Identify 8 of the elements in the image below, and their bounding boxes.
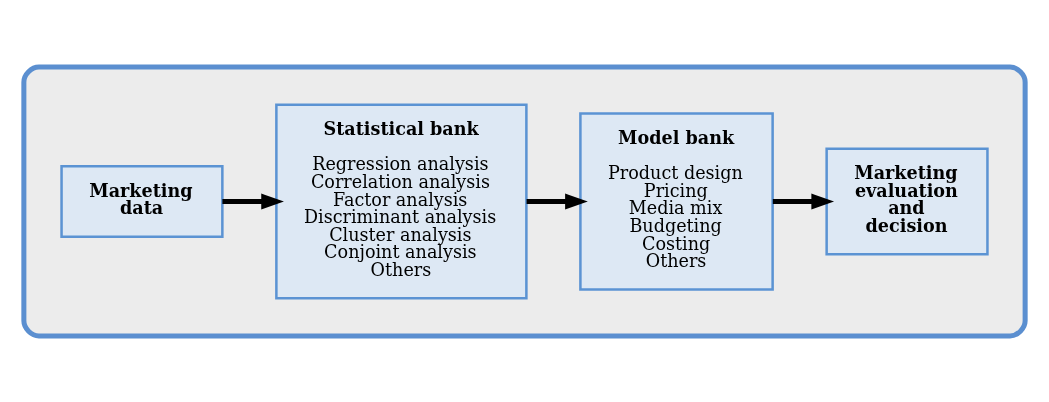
arrow xyxy=(772,193,835,209)
node-box: Marketing data xyxy=(60,164,224,238)
cluster xyxy=(21,64,1028,338)
node-box: Marketing evaluation and decision xyxy=(825,147,989,255)
arrow xyxy=(222,193,284,209)
arrow xyxy=(526,193,588,209)
node-box: Statistical bank Regression analysis Correlation analysis Factor analysis Discriminant analysis Cluster analysis Conjoint analysis Others xyxy=(275,103,528,299)
node-box: Model bank Product design Pricing Media mix Budgeting Costing Others xyxy=(579,111,774,291)
